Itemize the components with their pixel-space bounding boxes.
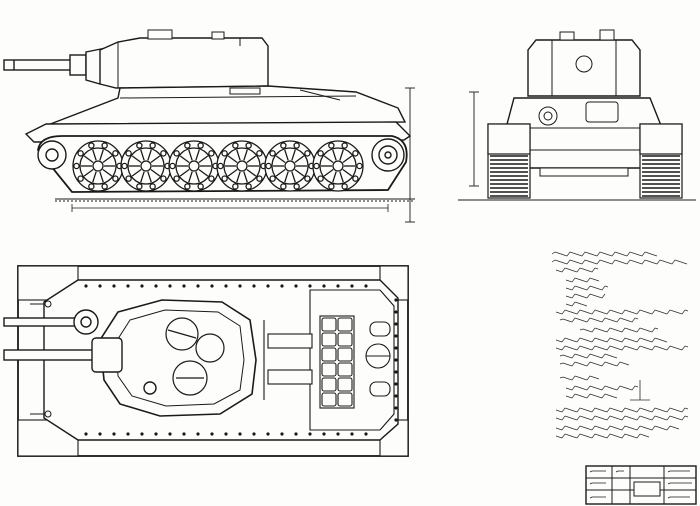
note-line: [551, 251, 658, 257]
top-turret-hatches: [165, 317, 225, 396]
note-line: [565, 285, 609, 291]
top-deck-rails: [263, 320, 313, 400]
side-turret-details: [117, 29, 241, 88]
top-rear-deck-features: [365, 321, 391, 397]
road-wheel: [120, 140, 172, 192]
rear-hull-details: [506, 101, 662, 177]
road-wheel: [216, 140, 268, 192]
top-turret: [99, 299, 257, 417]
title-scribble: [667, 496, 690, 499]
top-view: [3, 265, 409, 457]
note-line: [565, 293, 606, 299]
rear-view: [458, 29, 696, 201]
side-hull-details: [119, 87, 357, 101]
side-height-dimension: [405, 87, 415, 223]
road-wheel: [72, 140, 124, 192]
note-line: [579, 327, 659, 333]
note-line: [565, 393, 618, 399]
rear-right-track: [639, 123, 683, 199]
side-ground-line: [55, 198, 415, 202]
rear-left-track: [487, 123, 531, 199]
road-wheel: [168, 140, 220, 192]
note-line: [559, 361, 630, 367]
note-line: [565, 277, 600, 283]
note-line: [555, 267, 599, 273]
side-turret: [99, 37, 269, 89]
rear-turret-details: [551, 29, 617, 96]
title-scribble: [589, 496, 606, 499]
title-scribble: [589, 482, 606, 485]
title-scribble: [589, 470, 606, 473]
note-line: [551, 259, 688, 265]
note-line: [565, 385, 639, 391]
road-wheel: [264, 140, 316, 192]
side-idler-wheel: [37, 140, 67, 170]
title-scribble: [667, 482, 692, 485]
note-line: [555, 415, 689, 421]
note-line: [559, 317, 639, 323]
side-length-dimension: [71, 204, 389, 212]
note-line: [559, 375, 600, 381]
notes-block: [551, 251, 689, 439]
top-engine-grille: [319, 315, 355, 409]
top-rivets: [84, 284, 398, 436]
note-line: [565, 301, 588, 307]
rear-turret: [527, 39, 641, 97]
note-line: [555, 407, 689, 413]
rear-vertical-dimension: [469, 91, 479, 187]
side-gun-barrel: [3, 54, 87, 76]
title-scribble: [667, 470, 690, 473]
note-line: [555, 433, 650, 439]
note-line: [555, 425, 680, 431]
top-gun-mantlet: [91, 337, 123, 373]
title-block: [585, 465, 697, 505]
top-periscope: [143, 381, 157, 395]
side-road-wheels: [72, 140, 364, 192]
note-line: [559, 353, 618, 359]
note-mark: [630, 380, 650, 401]
note-line: [555, 309, 689, 315]
title-scribble: [615, 470, 624, 473]
side-drive-sprocket: [371, 138, 405, 172]
top-hull-mg: [73, 309, 99, 335]
note-line: [555, 345, 689, 351]
note-line: [555, 337, 668, 343]
side-view: [3, 29, 415, 223]
top-side-handles: [30, 300, 52, 418]
road-wheel: [312, 140, 364, 192]
